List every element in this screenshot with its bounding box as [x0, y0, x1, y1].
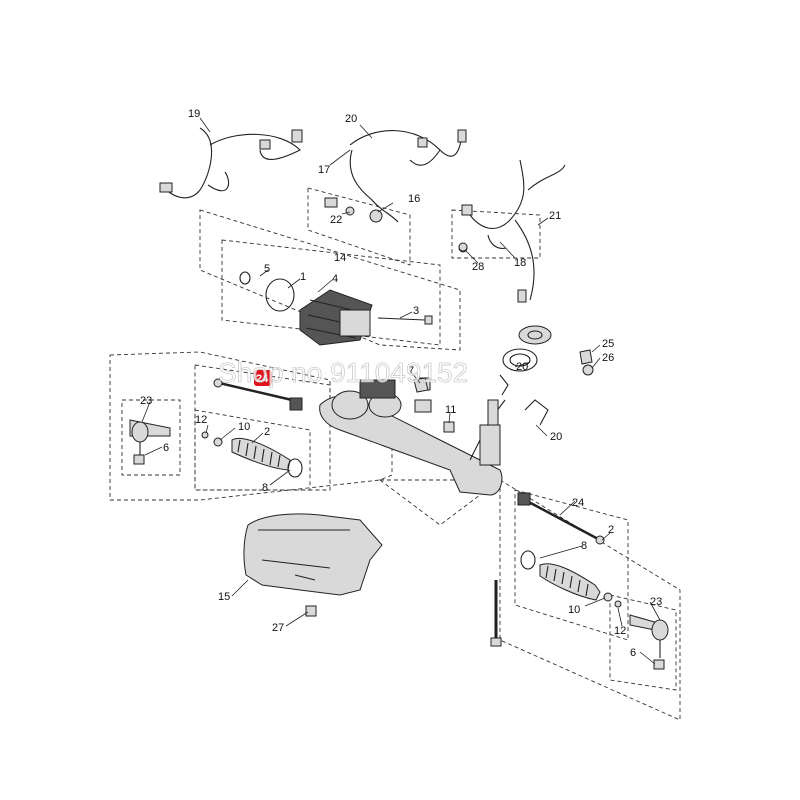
callout-11: 11 — [445, 404, 456, 416]
callout-5: 5 — [264, 263, 270, 275]
callout-10-left: 10 — [238, 421, 250, 433]
callout-3: 3 — [413, 305, 419, 317]
svg-text:24: 24 — [256, 373, 269, 385]
outline-left-boot — [194, 409, 311, 491]
callout-27: 27 — [272, 622, 284, 634]
outline-right-tierod — [499, 479, 681, 721]
pinion-seals — [499, 325, 594, 426]
harness-20-top — [324, 129, 467, 223]
callout-21: 21 — [549, 210, 561, 222]
callout-15: 15 — [218, 591, 230, 603]
watermark-text: Shop no 911049152 — [218, 357, 468, 388]
callout-18: 18 — [514, 257, 526, 269]
callout-8-right: 8 — [581, 540, 587, 552]
callout-20-right: 20 — [550, 431, 562, 443]
callout-7: 7 — [408, 365, 414, 377]
callout-23-left: 23 — [140, 395, 152, 407]
outline-harness-21 — [451, 209, 541, 259]
mounting-bolt — [490, 580, 502, 647]
leader-lines — [141, 117, 661, 665]
callout-10-right: 10 — [568, 604, 580, 616]
outline-right-inner — [514, 489, 629, 641]
harness-21 — [458, 159, 566, 303]
rack-housing — [319, 377, 506, 496]
group-outlines — [109, 187, 681, 721]
left-inner-tierod — [213, 378, 303, 411]
small-parts — [345, 206, 468, 433]
callout-6-right: 6 — [630, 647, 636, 659]
callout-2-right: 2 — [608, 524, 614, 536]
callout-12-right: 12 — [614, 625, 626, 637]
harness-19 — [159, 127, 303, 199]
callout-28: 28 — [472, 261, 484, 273]
callout-22: 22 — [330, 214, 342, 226]
callout-17: 17 — [318, 164, 330, 176]
left-tierod-end — [129, 419, 171, 465]
outline-left-inner — [194, 364, 331, 491]
callout-6-left: 6 — [163, 442, 169, 454]
outline-harness-16 — [307, 187, 411, 266]
callout-labels: 19 20 17 16 22 21 18 28 14 5 1 4 3 25 26… — [140, 108, 662, 659]
callout-8-left: 8 — [262, 482, 268, 494]
outline-rack — [378, 479, 502, 526]
callout-26: 26 — [602, 352, 614, 364]
right-tierod-end — [629, 614, 669, 670]
callout-20-mid: 20 — [516, 361, 528, 373]
outline-left-end — [121, 399, 181, 476]
heat-shield — [243, 513, 383, 617]
callout-16: 16 — [408, 193, 420, 205]
callout-23-right: 23 — [650, 596, 662, 608]
callout-24-right: 24 — [572, 497, 584, 509]
motor-assembly — [239, 271, 433, 346]
outline-right-end — [609, 594, 677, 691]
highlighted-callout-24: 24 — [254, 370, 272, 386]
callout-19: 19 — [188, 108, 200, 120]
callout-20-top: 20 — [345, 113, 357, 125]
callout-25: 25 — [602, 338, 614, 350]
callout-1: 1 — [300, 271, 306, 283]
callout-14: 14 — [334, 252, 346, 264]
left-boot — [201, 431, 303, 478]
callout-12-left: 12 — [195, 414, 207, 426]
callout-4: 4 — [332, 273, 338, 285]
right-boot — [520, 550, 622, 608]
outline-motor-assembly — [199, 209, 461, 351]
right-inner-tierod — [517, 492, 605, 545]
callout-2-left: 2 — [264, 426, 270, 438]
